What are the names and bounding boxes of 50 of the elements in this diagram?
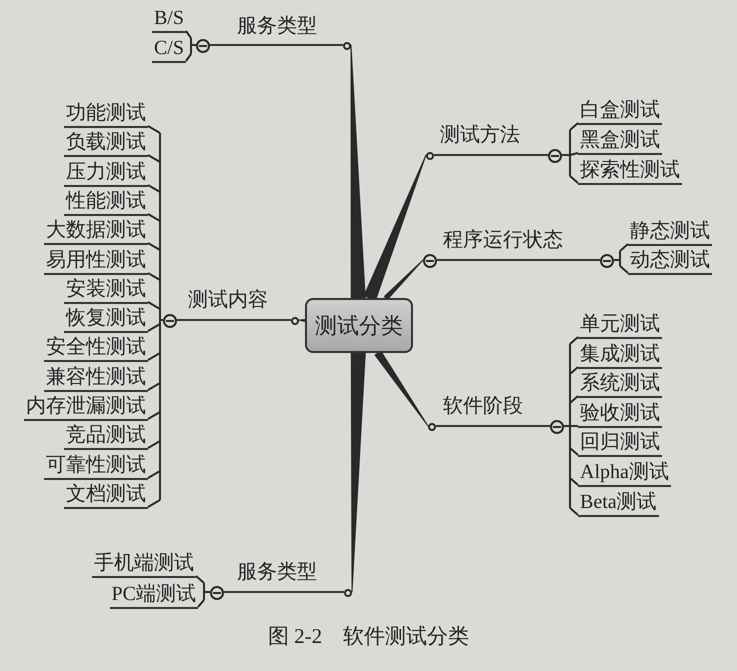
caption: 图 2-2 软件测试分类 [266,623,470,650]
tapered-connector [350,44,366,299]
leaf-label: 性能测试 [64,188,148,216]
leaf-label: 黑盒测试 [578,127,662,155]
leaf-label: 压力测试 [64,159,148,187]
leaf-label: PC端测试 [110,581,198,609]
leaf-label: 单元测试 [578,311,662,339]
tapered-connector [384,260,424,300]
leaf-label: 安全性测试 [44,334,148,362]
leaf-label: B/S [152,5,186,33]
leaf-label: 白盒测试 [578,97,662,125]
branch-label: 软件阶段 [428,392,564,434]
tapered-connector [364,154,426,301]
leaf-label: 竞品测试 [64,422,148,450]
branch-label: 测试内容 [163,286,299,328]
leaf-label: 手机端测试 [92,550,196,578]
leaf-label: 易用性测试 [44,247,148,275]
leaf-label: 大数据测试 [44,217,148,245]
connector-line [195,575,211,608]
leaf-label: Alpha测试 [578,459,671,487]
leaf-label: 动态测试 [628,247,712,275]
leaf-label: 兼容性测试 [44,364,148,392]
connector-line [185,30,197,62]
leaf-label: 系统测试 [578,370,662,398]
leaf-label: 回归测试 [578,429,662,457]
branch-label: 服务类型 [196,12,351,53]
branch-label: 程序运行状态 [423,226,614,268]
leaf-label: 内存泄漏测试 [24,393,148,421]
branch-label: 服务类型 [210,558,352,600]
leaf-label: 安装测试 [64,276,148,304]
connector-line [561,122,579,184]
connector-line [563,336,579,516]
leaf-label: 静态测试 [628,218,712,246]
topic-box: 测试分类 [305,298,413,353]
leaf-label: 恢复测试 [64,305,148,333]
tapered-connector [350,352,366,592]
connector-line [613,243,629,274]
leaf-label: 功能测试 [64,100,148,128]
leaf-label: 可靠性测试 [44,452,148,480]
leaf-label: 探索性测试 [578,157,682,185]
leaf-label: 文档测试 [64,481,148,509]
leaf-label: Beta测试 [578,489,659,517]
tapered-connector [298,319,306,322]
leaf-label: 验收测试 [578,400,662,428]
leaf-label: 集成测试 [578,341,662,369]
branch-label: 测试方法 [426,121,562,163]
tapered-connector [374,350,428,426]
leaf-label: 负载测试 [64,129,148,157]
connector-line [147,125,164,508]
leaf-label: C/S [152,35,186,63]
